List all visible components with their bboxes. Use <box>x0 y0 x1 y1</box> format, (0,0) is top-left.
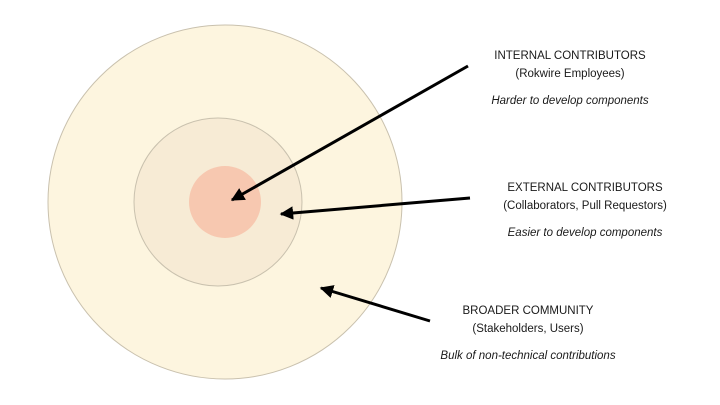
external-note: Easier to develop components <box>507 227 663 239</box>
community-note: Bulk of non-technical contributions <box>440 350 616 362</box>
community-heading: BROADER COMMUNITY <box>462 305 594 317</box>
internal-note: Harder to develop components <box>491 95 649 107</box>
external-contributors-label: EXTERNAL CONTRIBUTORS (Collaborators, Pu… <box>485 179 685 242</box>
internal-arrow <box>230 64 469 202</box>
community-arrow <box>319 285 431 323</box>
external-arrow <box>279 196 471 220</box>
community-subtitle: (Stakeholders, Users) <box>472 323 584 335</box>
internal-contributors-label: INTERNAL CONTRIBUTORS (Rokwire Employees… <box>470 47 670 110</box>
broader-community-label: BROADER COMMUNITY (Stakeholders, Users) … <box>418 302 638 365</box>
internal-heading: INTERNAL CONTRIBUTORS <box>494 50 646 62</box>
internal-contributors-core <box>189 166 261 238</box>
internal-subtitle: (Rokwire Employees) <box>515 68 625 80</box>
external-heading: EXTERNAL CONTRIBUTORS <box>507 182 663 194</box>
external-subtitle: (Collaborators, Pull Requestors) <box>503 200 667 212</box>
